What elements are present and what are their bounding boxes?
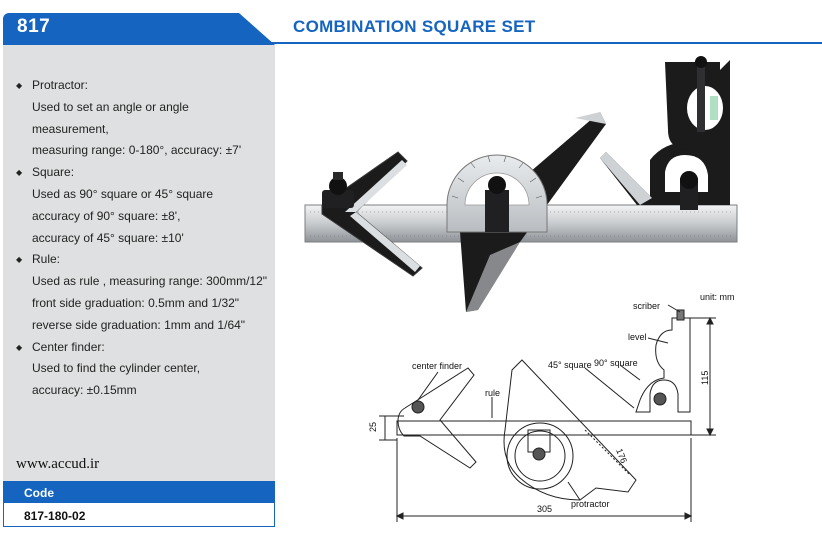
center-finder-photo (321, 151, 423, 277)
code-header-label: Code (24, 486, 54, 500)
spec-protractor: Protractor: Used to set an angle or angl… (14, 75, 272, 162)
technical-drawing (379, 304, 716, 522)
drawing-protractor (503, 359, 637, 501)
spec-line: accuracy of 45° square: ±10' (32, 230, 184, 245)
drawing-square-head (635, 317, 691, 413)
dim-length: 305 (537, 504, 552, 514)
spec-square: Square: Used as 90° square or 45° square… (14, 162, 272, 249)
code-table: Code 817-180-02 (3, 481, 275, 527)
title-underline (266, 42, 822, 44)
square-head-photo (600, 56, 730, 210)
drawing-center-finder (397, 367, 477, 469)
spec-line: accuracy of 90° square: ±8', (32, 208, 181, 223)
label-protractor: protractor (571, 499, 610, 509)
label-level: level (628, 332, 647, 342)
spec-line: reverse side graduation: 1mm and 1/64" (32, 317, 246, 332)
spec-line: Used to find the cylinder center, (32, 361, 201, 376)
label-center-finder: center finder (412, 361, 462, 371)
spec-heading: Square: (14, 162, 272, 184)
label-90-square: 90° square (594, 358, 638, 368)
website-link[interactable]: www.accud.ir (16, 456, 100, 472)
label-scriber: scriber (633, 301, 660, 311)
model-tab (3, 13, 275, 45)
spec-heading: Center finder: (14, 337, 272, 359)
spec-line: measurement, (32, 121, 109, 136)
spec-line: accuracy: ±0.15mm (32, 383, 137, 398)
spec-list: Protractor: Used to set an angle or angl… (14, 75, 272, 402)
spec-rule: Rule: Used as rule , measuring range: 30… (14, 249, 272, 336)
spec-heading: Protractor: (14, 75, 272, 97)
dim-height-right: 115 (700, 371, 710, 385)
code-table-header (4, 482, 274, 503)
protractor-head-photo (446, 112, 606, 312)
drawing-rule (396, 420, 692, 436)
spec-line: Used as 90° square or 45° square (32, 186, 214, 201)
spec-line: Used to set an angle or angle (32, 99, 189, 114)
spec-line: front side graduation: 0.5mm and 1/32" (32, 295, 240, 310)
spec-line: measuring range: 0-180°, accuracy: ±7' (32, 143, 242, 158)
code-value: 817-180-02 (24, 509, 86, 523)
drawing-unit-label: unit: mm (700, 292, 735, 302)
spec-heading: Rule: (14, 249, 272, 271)
model-number: 817 (17, 16, 51, 37)
label-rule: rule (485, 388, 500, 398)
dim-height-left: 25 (368, 422, 378, 432)
label-45-square: 45° square (548, 360, 592, 370)
spec-line: Used as rule , measuring range: 300mm/12… (32, 274, 268, 289)
page-title: COMBINATION SQUARE SET (293, 17, 536, 36)
spec-center-finder: Center finder: Used to find the cylinder… (14, 337, 272, 402)
